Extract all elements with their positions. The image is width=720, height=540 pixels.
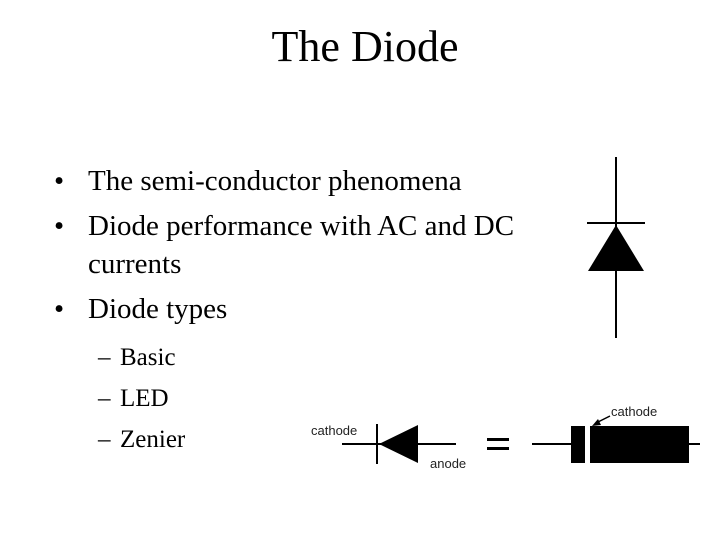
bullet-item: • Diode types bbox=[54, 290, 574, 328]
sub-bullet-text: Basic bbox=[120, 344, 176, 371]
vertical-diode-triangle bbox=[588, 225, 644, 271]
equals-icon bbox=[487, 438, 509, 450]
sub-bullet-dash: – bbox=[98, 426, 111, 453]
cathode-label-right: cathode bbox=[611, 404, 657, 419]
bullet-text: Diode performance with AC and DC current… bbox=[88, 210, 515, 280]
horizontal-diode-symbol: cathode anode bbox=[311, 423, 466, 471]
cathode-arrow-head bbox=[592, 419, 601, 426]
vertical-diode-symbol bbox=[587, 157, 645, 338]
cathode-band-gap bbox=[585, 426, 590, 463]
bullet-text: Diode types bbox=[88, 293, 228, 325]
bullet-item: • Diode performance with AC and DC curre… bbox=[54, 207, 574, 283]
package-body bbox=[571, 426, 689, 463]
sub-bullet-item: – LED bbox=[98, 378, 185, 419]
sub-bullet-list: – Basic – LED – Zenier bbox=[98, 337, 185, 460]
cathode-label-left: cathode bbox=[311, 423, 357, 438]
sub-bullet-dash: – bbox=[98, 344, 111, 371]
bullet-dot: • bbox=[54, 165, 65, 197]
horizontal-diode-triangle bbox=[379, 425, 418, 463]
bullet-dot: • bbox=[54, 293, 65, 325]
sub-bullet-item: – Zenier bbox=[98, 419, 185, 460]
sub-bullet-text: LED bbox=[120, 385, 169, 412]
bullet-text: The semi-conductor phenomena bbox=[88, 165, 462, 197]
anode-label: anode bbox=[430, 456, 466, 471]
sub-bullet-text: Zenier bbox=[120, 426, 186, 453]
sub-bullet-item: – Basic bbox=[98, 337, 185, 378]
bullet-dot: • bbox=[54, 210, 65, 242]
bullet-item: • The semi-conductor phenomena bbox=[54, 162, 574, 200]
slide-title: The Diode bbox=[271, 22, 459, 71]
sub-bullet-dash: – bbox=[98, 385, 111, 412]
diode-package: cathode bbox=[532, 404, 700, 463]
bullet-list: • The semi-conductor phenomena • Diode p… bbox=[54, 162, 574, 335]
